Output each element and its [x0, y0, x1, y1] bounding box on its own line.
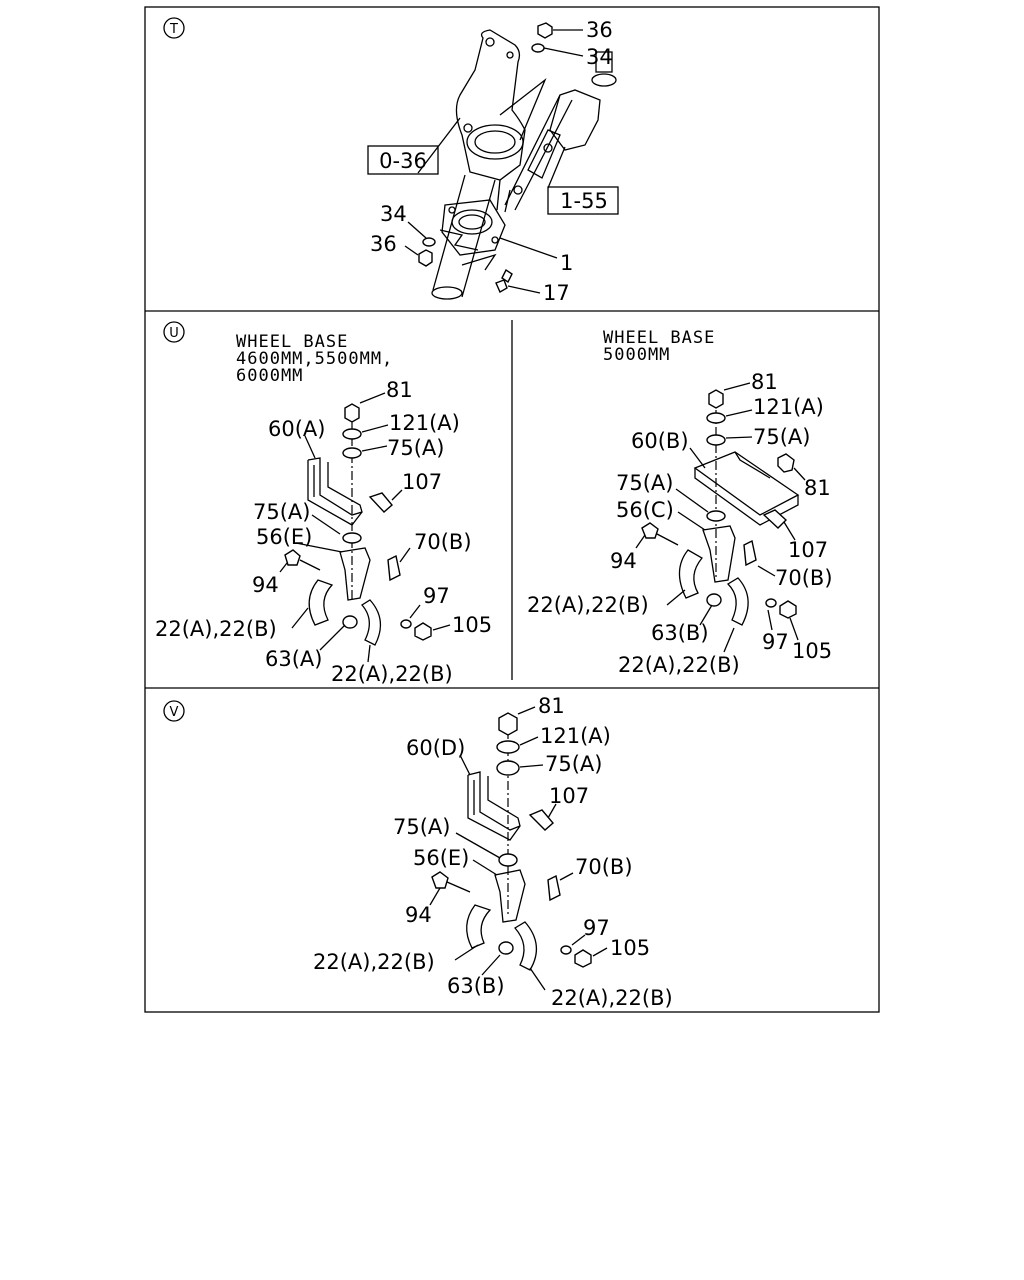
callout-u-left-75a-mid: 75(A) [253, 500, 310, 524]
callout-u-right-97: 97 [762, 630, 789, 654]
mount-assembly-v-drawing [431, 712, 592, 971]
callout-u-right-107: 107 [788, 538, 828, 562]
callout-u-left-121a: 121(A) [389, 411, 460, 435]
callout-u-right-75a-mid: 75(A) [616, 471, 673, 495]
callout-v-107: 107 [549, 784, 589, 808]
callout-34-bottom: 34 [380, 202, 407, 226]
callout-v-75a-top: 75(A) [545, 752, 602, 776]
callout-u-right-121a: 121(A) [753, 395, 824, 419]
section-u: U WHEEL BASE 4600MM,5500MM, 6000MM [155, 321, 833, 686]
nut-36-bottom [418, 249, 433, 267]
callout-u-left-63a: 63(A) [265, 647, 322, 671]
wheel-base-heading-left-3: 6000MM [236, 366, 303, 386]
washer-34-bottom [422, 237, 436, 247]
callout-1: 1 [560, 251, 573, 275]
section-marker-v: V [163, 700, 185, 722]
callout-v-56e: 56(E) [413, 846, 469, 870]
callout-u-left-75a-top: 75(A) [387, 436, 444, 460]
callout-u-right-63b: 63(B) [651, 621, 709, 645]
callout-u-right-81-side: 81 [804, 476, 831, 500]
callout-u-left-81: 81 [386, 378, 413, 402]
callout-36-bottom: 36 [370, 232, 397, 256]
svg-text:U: U [169, 326, 179, 341]
wheel-base-heading-right-2: 5000MM [603, 345, 670, 365]
callout-v-94: 94 [405, 903, 432, 927]
callout-u-right-22-bottom: 22(A),22(B) [618, 653, 740, 677]
callout-36-top: 36 [586, 18, 613, 42]
callout-v-105: 105 [610, 936, 650, 960]
callout-u-right-56c: 56(C) [616, 498, 674, 522]
callout-u-left-70b: 70(B) [414, 530, 472, 554]
mount-assembly-left-drawing [284, 403, 432, 646]
section-t: T [163, 17, 619, 305]
wheel-base-heading-left-2: 4600MM,5500MM, [236, 349, 393, 369]
callout-u-left-107: 107 [402, 470, 442, 494]
steering-column-drawing [418, 22, 617, 300]
bolt-17 [495, 268, 513, 293]
callout-u-right-105: 105 [792, 639, 832, 663]
callout-u-right-75a-top: 75(A) [753, 425, 810, 449]
ref-box-0-36: 0-36 [367, 145, 439, 175]
section-marker-u: U [163, 321, 185, 343]
washer-34-top [531, 43, 545, 53]
mount-assembly-right-drawing [641, 389, 800, 626]
callout-u-left-56e: 56(E) [256, 525, 312, 549]
callout-v-63b: 63(B) [447, 974, 505, 998]
callout-u-left-22-left: 22(A),22(B) [155, 617, 277, 641]
callout-v-60d: 60(D) [406, 736, 465, 760]
callout-v-81: 81 [538, 694, 565, 718]
ref-box-1-55: 1-55 [547, 186, 619, 215]
callout-v-70b: 70(B) [575, 855, 633, 879]
svg-text:V: V [170, 705, 179, 720]
callout-v-75a-mid: 75(A) [393, 815, 450, 839]
callout-u-right-22-left: 22(A),22(B) [527, 593, 649, 617]
diagram-frame [144, 6, 880, 1013]
section-v: V [163, 694, 673, 1010]
callout-u-right-94: 94 [610, 549, 637, 573]
section-marker-t: T [163, 17, 185, 39]
ref-label-0-36: 0-36 [379, 149, 427, 173]
callout-v-97: 97 [583, 916, 610, 940]
callout-v-121a: 121(A) [540, 724, 611, 748]
callout-u-left-22-bottom: 22(A),22(B) [331, 662, 453, 686]
callout-v-22-left: 22(A),22(B) [313, 950, 435, 974]
svg-text:T: T [169, 22, 178, 37]
callout-34-top: 34 [586, 45, 613, 69]
callout-17: 17 [543, 281, 570, 305]
wheel-base-heading-left-1: WHEEL BASE [236, 332, 348, 352]
callout-u-right-81-top: 81 [751, 370, 778, 394]
callout-u-right-60b: 60(B) [631, 429, 689, 453]
ref-label-1-55: 1-55 [560, 189, 608, 213]
callout-u-right-70b: 70(B) [775, 566, 833, 590]
nut-36-top [537, 22, 553, 39]
wheel-base-heading-right-1: WHEEL BASE [603, 328, 715, 348]
callout-u-left-94: 94 [252, 573, 279, 597]
callout-u-left-97: 97 [423, 584, 450, 608]
callout-u-left-105: 105 [452, 613, 492, 637]
callout-v-22-bottom: 22(A),22(B) [551, 986, 673, 1010]
callout-u-left-60a: 60(A) [268, 417, 325, 441]
